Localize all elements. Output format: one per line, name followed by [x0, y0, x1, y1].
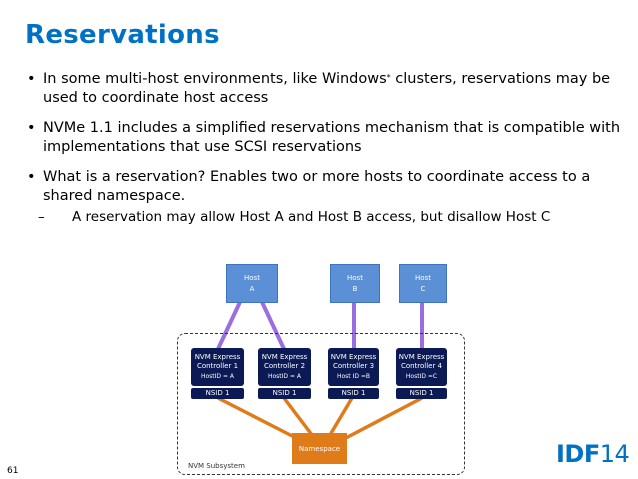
host-b: Host B: [330, 264, 380, 303]
bullet-list: • In some multi-host environments, like …: [22, 70, 622, 226]
bullet-3-text: What is a reservation? Enables two or mo…: [43, 169, 591, 204]
controller-2-type: NVM Express: [261, 353, 308, 361]
page-number: 61: [7, 466, 19, 476]
controller-2: NVM Express Controller 2 HostID = A: [258, 348, 311, 386]
host-c: Host C: [399, 264, 447, 303]
host-b-id: B: [352, 284, 358, 293]
bullet-3: • What is a reservation? Enables two or …: [22, 168, 622, 206]
bullet-1-asterisk: *: [386, 73, 391, 82]
bullet-1-text-b: clusters, reservations may be used to co…: [43, 71, 611, 106]
bullet-marker: •: [27, 120, 36, 136]
controller-3-hostid: Host ID =B: [336, 373, 370, 380]
bullet-1-text-a: In some multi-host environments, like Wi…: [43, 71, 387, 87]
host-b-label: Host: [347, 273, 363, 282]
controller-2-nsid: NSID 1: [258, 388, 311, 399]
slide-title: Reservations: [25, 20, 220, 50]
link-nsid-1-namespace: [217, 396, 301, 442]
controller-2-hostid: HostID = A: [268, 373, 301, 380]
controller-1-name: Controller 1: [196, 362, 239, 370]
controller-1-type: NVM Express: [194, 353, 241, 361]
bullet-1: • In some multi-host environments, like …: [22, 70, 622, 108]
bullet-marker: •: [27, 71, 36, 87]
controller-1: NVM Express Controller 1 HostID = A: [191, 348, 244, 386]
link-nsid-3-namespace: [328, 397, 354, 436]
link-host-a-ctrl-2: [260, 301, 286, 350]
nvm-subsystem-label: NVM Subsystem: [188, 462, 245, 470]
host-c-id: C: [420, 284, 426, 293]
controller-3-type: NVM Express: [330, 353, 377, 361]
controller-4: NVM Express Controller 4 HostID =C: [396, 348, 447, 386]
host-a: Host A: [226, 264, 278, 303]
namespace-box: Namespace: [292, 433, 347, 464]
controller-4-nsid: NSID 1: [396, 388, 447, 399]
bullet-marker: •: [27, 169, 36, 185]
idf14-logo: IDF14: [556, 440, 630, 468]
controller-1-nsid: NSID 1: [191, 388, 244, 399]
controller-3-nsid: NSID 1: [328, 388, 379, 399]
logo-year: 14: [599, 440, 630, 468]
controller-2-name: Controller 2: [263, 362, 306, 370]
logo-idf: IDF: [556, 440, 600, 468]
link-nsid-4-namespace: [341, 396, 423, 442]
sub-bullet-marker: –: [38, 209, 45, 225]
controller-1-hostid: HostID = A: [201, 373, 234, 380]
controller-4-hostid: HostID =C: [405, 373, 438, 380]
nvm-subsystem-box: [177, 333, 465, 475]
sub-bullet-text: A reservation may allow Host A and Host …: [72, 209, 551, 225]
controller-4-name: Controller 4: [400, 362, 443, 370]
link-host-a-ctrl-1: [216, 301, 242, 350]
controller-4-type: NVM Express: [398, 353, 445, 361]
bullet-2-text: NVMe 1.1 includes a simplified reservati…: [43, 120, 621, 155]
host-c-label: Host: [415, 273, 431, 282]
controller-3: NVM Express Controller 3 Host ID =B: [328, 348, 379, 386]
controller-3-name: Controller 3: [332, 362, 375, 370]
bullet-2: • NVMe 1.1 includes a simplified reserva…: [22, 119, 622, 157]
host-a-label: Host: [244, 273, 260, 282]
host-a-id: A: [249, 284, 255, 293]
sub-bullet: – A reservation may allow Host A and Hos…: [22, 208, 622, 226]
link-nsid-2-namespace: [282, 396, 314, 437]
